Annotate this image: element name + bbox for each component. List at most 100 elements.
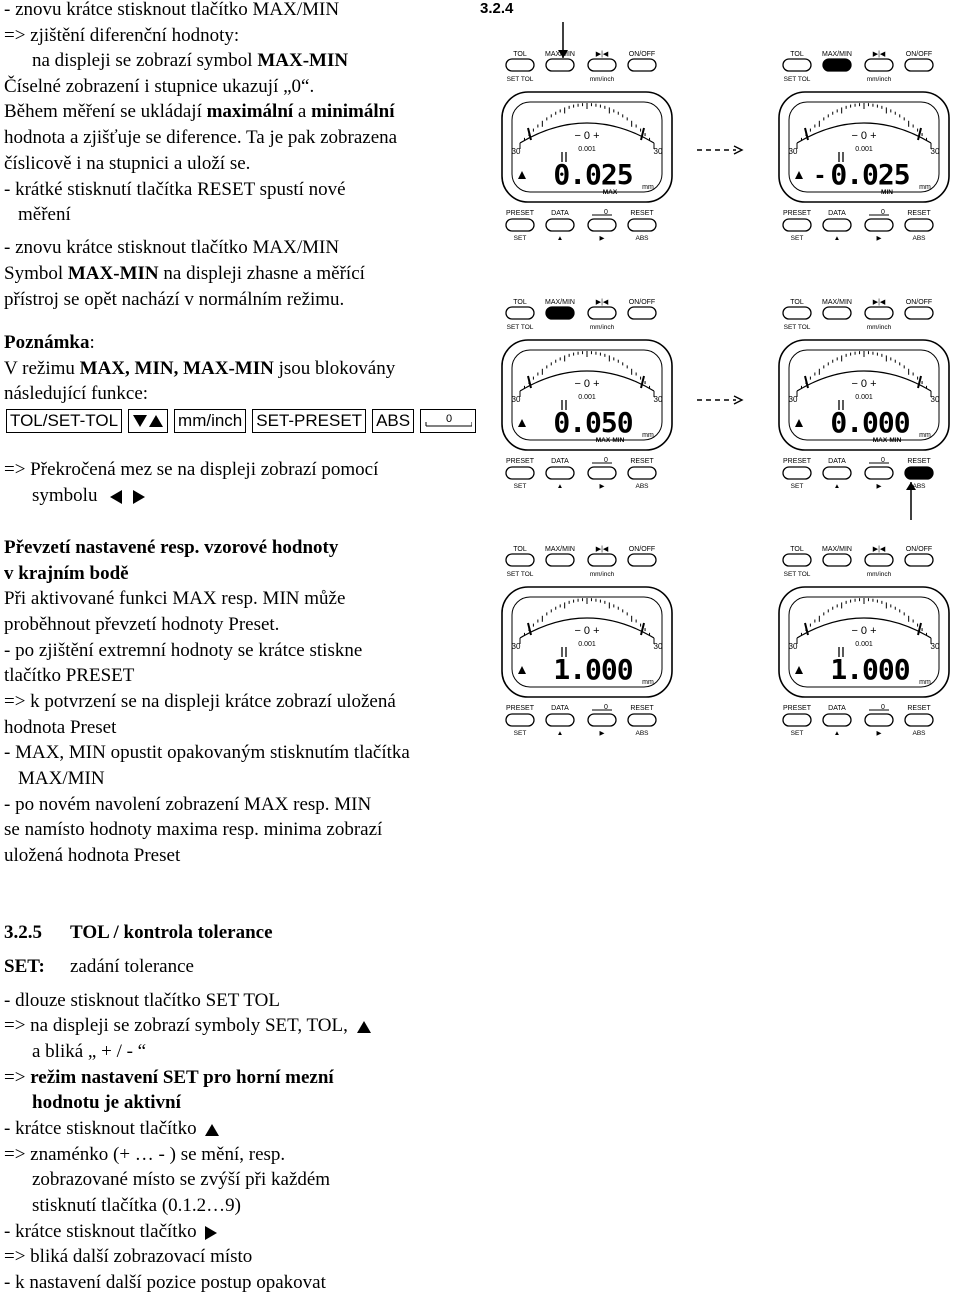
scale-arc	[519, 122, 655, 144]
bottom-button-sublabel: SET	[791, 483, 804, 490]
scale-arc	[519, 617, 655, 639]
up-triangle-icon	[205, 1123, 220, 1136]
max-pointer	[640, 622, 645, 636]
mode-label: MIN	[881, 189, 893, 196]
bottom-button-label: 0	[604, 704, 608, 711]
top-button	[505, 58, 535, 72]
scale-arc	[796, 370, 932, 392]
bottom-button-label: RESET	[907, 458, 931, 465]
top-button	[545, 58, 575, 72]
scale-center-label: − 0 +	[851, 378, 876, 390]
bottom-button-sublabel: ▶	[600, 483, 606, 490]
unit-label: mm	[919, 432, 931, 439]
text-span: =>	[4, 1067, 31, 1088]
top-button	[545, 306, 575, 320]
text-line: MAX/MIN	[18, 768, 105, 789]
bottom-button	[904, 218, 934, 232]
top-button	[587, 306, 617, 320]
top-button-label: MAX/MIN	[822, 51, 852, 58]
top-button-label: TOL	[790, 299, 804, 306]
left-triangle-icon	[110, 489, 123, 504]
text-line: hodnota Preset	[4, 717, 117, 738]
top-button-label: TOL	[790, 51, 804, 58]
section-number: 3.2.5	[4, 922, 42, 943]
up-indicator-icon	[795, 666, 803, 674]
press-arrow-head	[558, 50, 568, 58]
bottom-button-label: RESET	[907, 705, 931, 712]
bottom-button-label: RESET	[630, 210, 654, 217]
display-inner	[788, 596, 940, 688]
bottom-button	[822, 466, 852, 480]
bottom-button-label: DATA	[551, 210, 569, 217]
top-button	[627, 306, 657, 320]
bottom-button-sublabel: ▲	[557, 235, 563, 242]
top-button-sublabel: SET TOL	[784, 324, 811, 331]
bottom-button	[505, 218, 535, 232]
top-button-label: MAX/MIN	[822, 546, 852, 553]
bottom-button	[505, 713, 535, 727]
top-button-sublabel: mm/inch	[590, 76, 615, 83]
bottom-button	[545, 218, 575, 232]
top-button-label: MAX/MIN	[822, 299, 852, 306]
bottom-button-sublabel: SET	[514, 483, 527, 490]
scale-left-label: 30	[512, 395, 521, 404]
top-button	[587, 58, 617, 72]
top-button	[545, 553, 575, 567]
mode-label: MAX-MIN	[596, 437, 625, 444]
blocked-keys-row: TOL/SET-TOL mm/inch SET-PRESET ABS 0	[6, 409, 477, 437]
min-pointer	[527, 622, 532, 636]
text-line: - krátce stisknout tlačítko	[4, 1219, 218, 1245]
top-button-label: ▶|◀	[873, 546, 886, 553]
text-line: na displeji se zobrazí symbol MAX-MIN	[32, 48, 348, 74]
min-pointer	[804, 622, 809, 636]
top-button-sublabel: mm/inch	[867, 571, 892, 578]
right-triangle-icon	[132, 489, 145, 504]
text-line: V režimu MAX, MIN, MAX-MIN jsou blokován…	[4, 356, 395, 382]
text-line: symbolu	[32, 483, 145, 509]
text-line: následující funkce:	[4, 383, 149, 404]
text-line: přístroj se opět nachází v normálním rež…	[4, 289, 345, 310]
scale-left-label: 30	[789, 395, 798, 404]
top-button-label: MAX/MIN	[545, 546, 575, 553]
text-line: zobrazované místo se zvýší při každém	[32, 1169, 331, 1190]
scale-arc	[519, 370, 655, 392]
bottom-button	[627, 713, 657, 727]
unit-label: mm	[642, 432, 654, 439]
scale-right-label: 30	[654, 147, 663, 156]
top-button-label: ▶|◀	[596, 299, 609, 306]
bottom-button	[822, 218, 852, 232]
top-button	[904, 58, 934, 72]
bottom-button	[864, 466, 894, 480]
display-inner	[511, 596, 663, 688]
text-line: - MAX, MIN opustit opakovaným stisknutím…	[4, 742, 410, 763]
text-span: jsou blokovány	[273, 358, 396, 379]
set-preset-key: SET-PRESET	[252, 409, 367, 433]
text-line: Během měření se ukládají maximální a min…	[4, 99, 395, 125]
hold-indicator-icon	[561, 647, 567, 657]
top-button	[822, 553, 852, 567]
bottom-button-sublabel: ABS	[912, 235, 926, 242]
bottom-button	[587, 466, 617, 480]
bottom-button-label: RESET	[907, 210, 931, 217]
bottom-button-sublabel: ▶	[600, 235, 606, 242]
text-span: - krátce stisknout tlačítko	[4, 1221, 197, 1242]
section-heading: v krajním bodě	[4, 563, 129, 584]
scale-right-label: 30	[654, 395, 663, 404]
main-value: 1.000	[830, 653, 909, 686]
top-button-label: ▶|◀	[596, 546, 609, 553]
top-button	[782, 58, 812, 72]
bottom-button-sublabel: ▶	[877, 235, 883, 242]
scale-left-label: 30	[512, 642, 521, 651]
text-line: - k nastavení další pozice postup opakov…	[4, 1272, 326, 1293]
top-button-label: TOL	[790, 546, 804, 553]
top-button-label: ON/OFF	[906, 51, 932, 58]
top-button-sublabel: mm/inch	[867, 76, 892, 83]
bottom-button-sublabel: SET	[791, 235, 804, 242]
display-frame	[501, 91, 673, 203]
max-pointer	[917, 127, 922, 141]
bottom-button-label: PRESET	[783, 705, 812, 712]
top-button	[864, 306, 894, 320]
top-button-label: TOL	[513, 546, 527, 553]
